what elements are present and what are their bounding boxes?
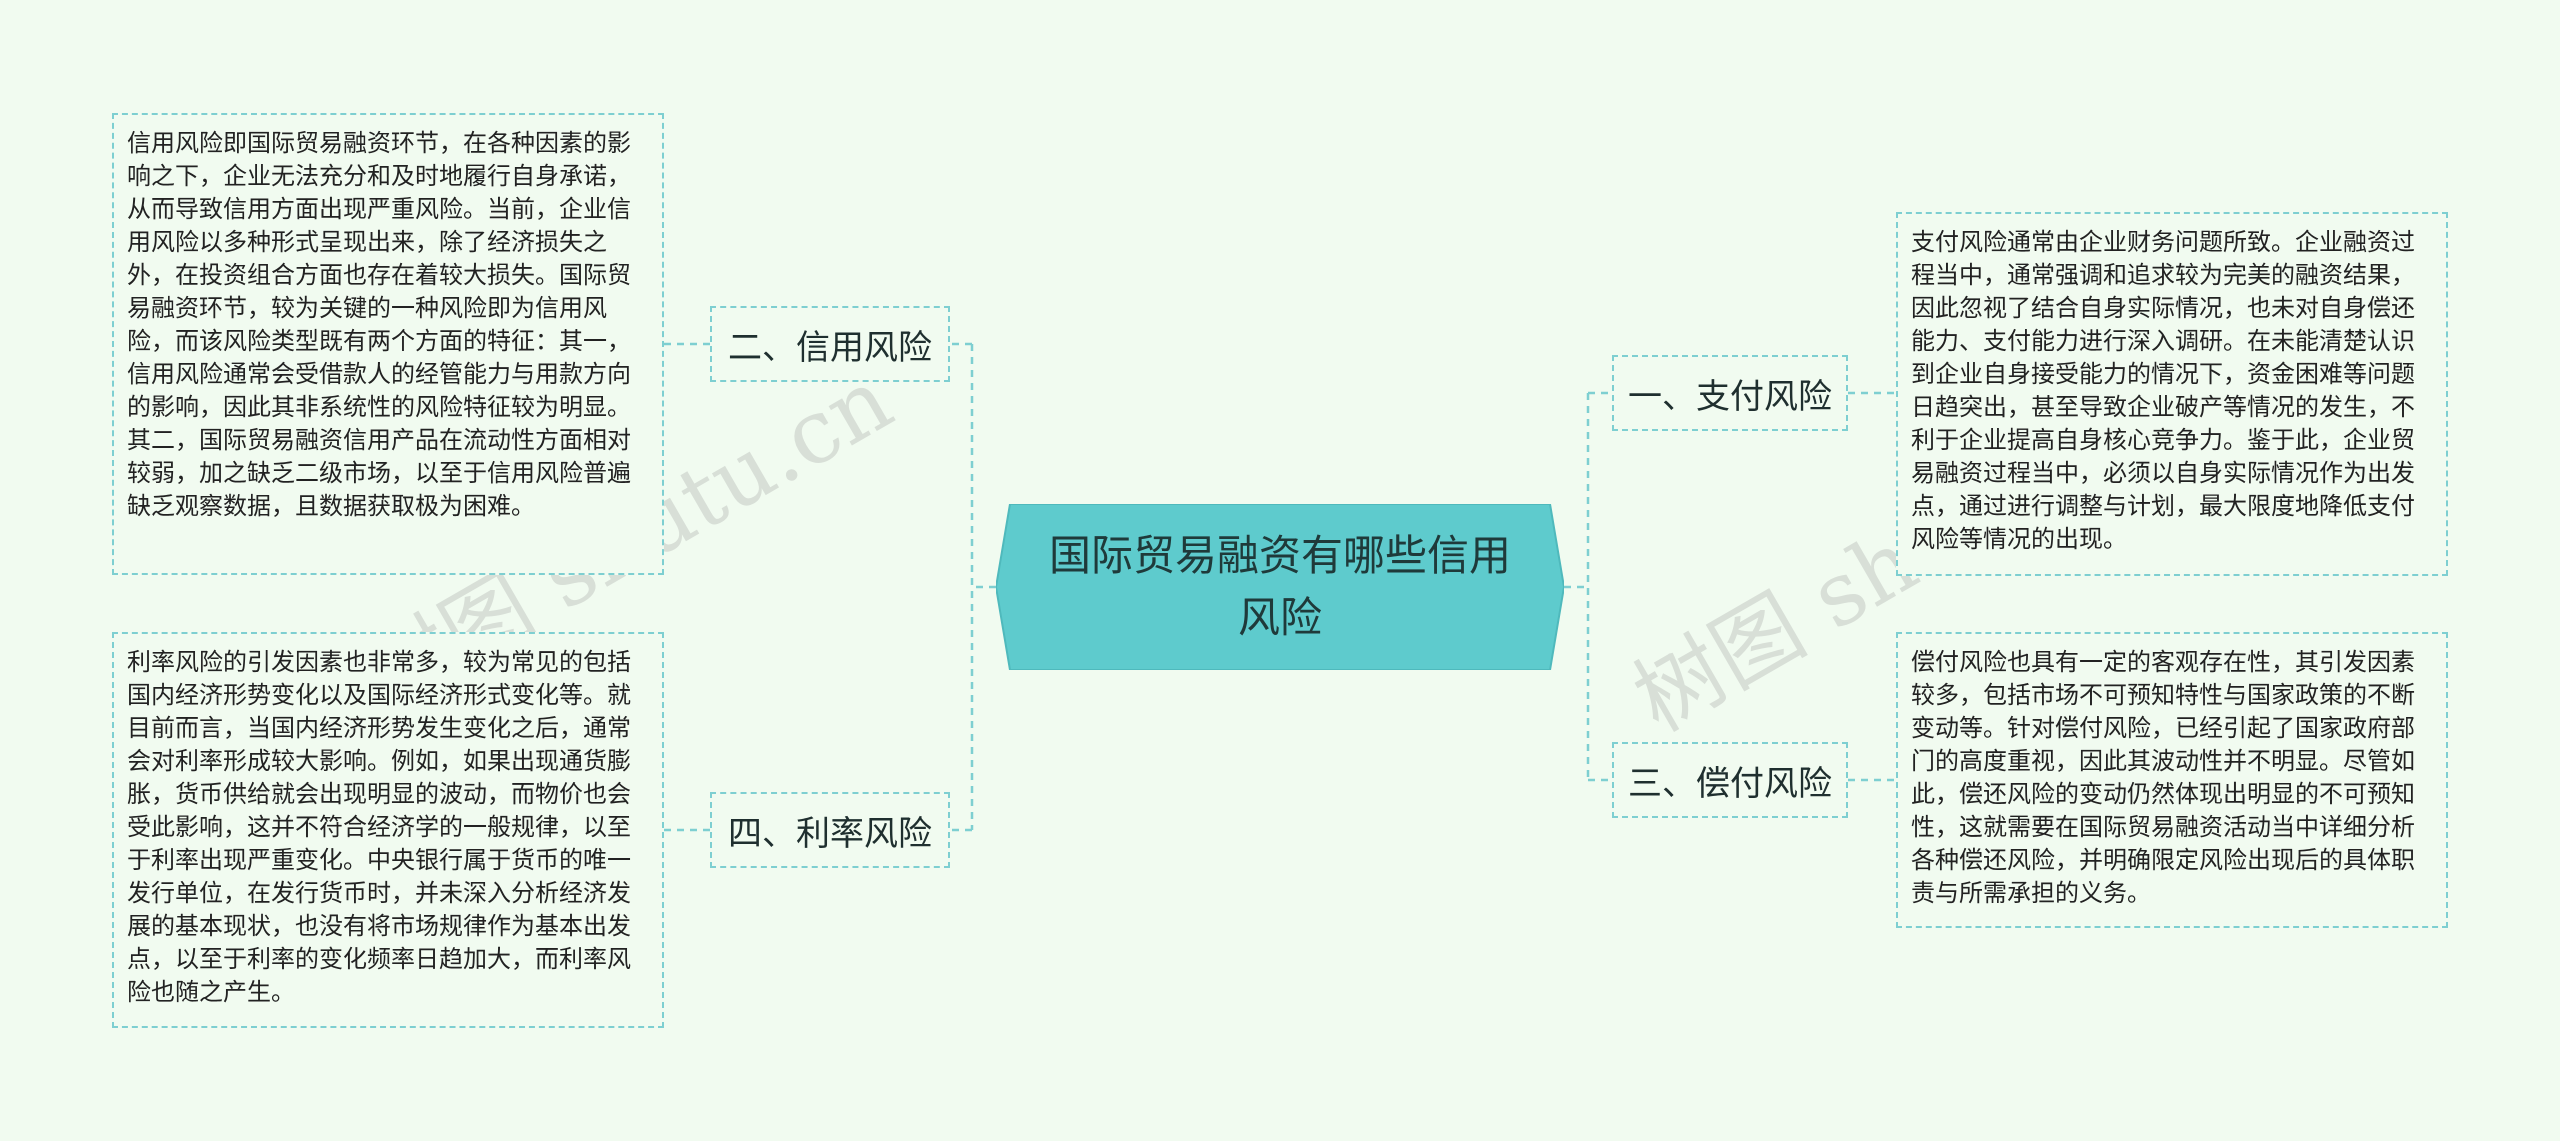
leaf-interest-risk[interactable]: 利率风险的引发因素也非常多，较为常见的包括国内经济形势变化以及国际经济形式变化等… xyxy=(112,632,664,1028)
connector-right-trunk xyxy=(1564,393,1590,780)
leaf-credit-risk[interactable]: 信用风险即国际贸易融资环节，在各种因素的影响之下，企业无法充分和及时地履行自身承… xyxy=(112,113,664,575)
central-topic-shape xyxy=(996,504,1564,670)
leaf-payment-risk[interactable]: 支付风险通常由企业财务问题所致。企业融资过程当中，通常强调和追求较为完美的融资结… xyxy=(1896,212,2448,576)
branch-credit-risk[interactable]: 二、信用风险 xyxy=(710,306,950,382)
branch-interest-risk[interactable]: 四、利率风险 xyxy=(710,792,950,868)
branch-repay-risk[interactable]: 三、偿付风险 xyxy=(1612,742,1848,818)
connector-left-trunk xyxy=(970,344,996,830)
branch-payment-risk[interactable]: 一、支付风险 xyxy=(1612,355,1848,431)
leaf-repay-risk[interactable]: 偿付风险也具有一定的客观存在性，其引发因素较多，包括市场不可预知特性与国家政策的… xyxy=(1896,632,2448,928)
central-topic-label: 国际贸易融资有哪些信用风险 xyxy=(1048,531,1511,642)
central-topic[interactable]: 国际贸易融资有哪些信用风险 xyxy=(996,504,1564,670)
